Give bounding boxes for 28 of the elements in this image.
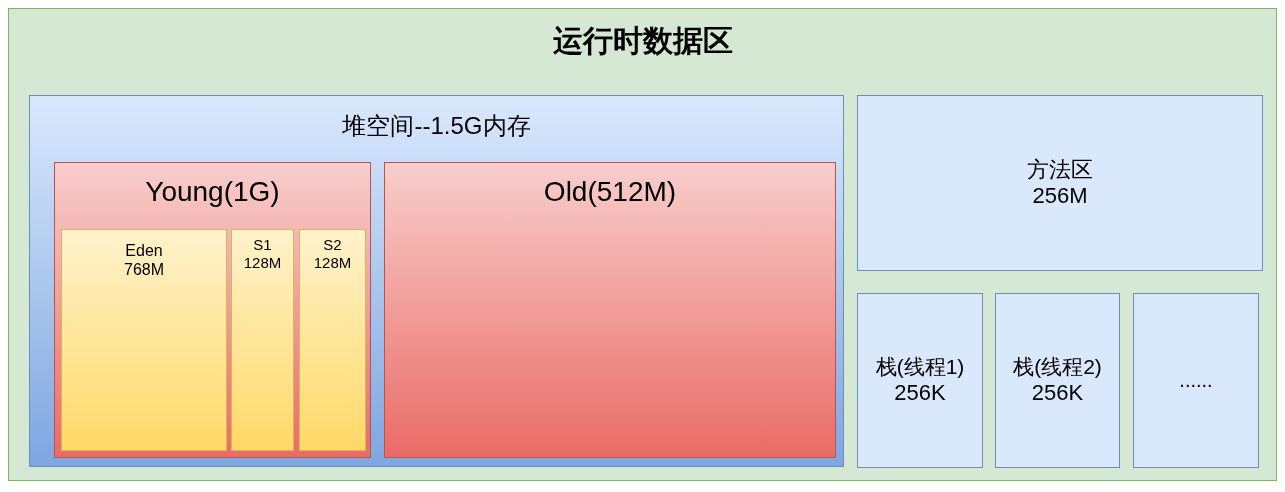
young-generation-panel: [54, 162, 371, 458]
area-name: S2: [323, 236, 342, 254]
size-label: 256K: [1031, 379, 1084, 406]
area-name: S1: [253, 236, 272, 254]
runtime-area-panel: [8, 8, 1277, 481]
survivor-space-block: [299, 229, 366, 451]
size-label: 128M: [313, 253, 352, 272]
area-name: Eden: [125, 242, 163, 261]
stack-panel: [995, 293, 1120, 468]
size-label: 256K: [894, 379, 946, 406]
stack-panel: [1133, 293, 1259, 468]
survivor-space-block: [231, 229, 294, 451]
area-title: 堆空间--1.5G内存: [342, 112, 531, 141]
size-label: 256M: [1032, 183, 1088, 209]
area-title: Young(1G): [145, 175, 280, 209]
area-name: 栈(线程1): [875, 355, 965, 380]
eden-space-block: [61, 229, 227, 451]
ellipsis-text: ......: [1179, 368, 1213, 393]
area-name: 栈(线程2): [1013, 355, 1102, 380]
old-generation-panel: [384, 162, 836, 458]
stack-panel: [857, 293, 983, 468]
heap-panel: [29, 95, 844, 467]
method-area-panel: [857, 95, 1263, 271]
area-title: Old(512M): [543, 175, 677, 209]
size-label: 128M: [243, 253, 282, 272]
area-name: 方法区: [1027, 157, 1093, 183]
area-title: 运行时数据区: [552, 23, 733, 59]
size-label: 768M: [124, 260, 164, 280]
